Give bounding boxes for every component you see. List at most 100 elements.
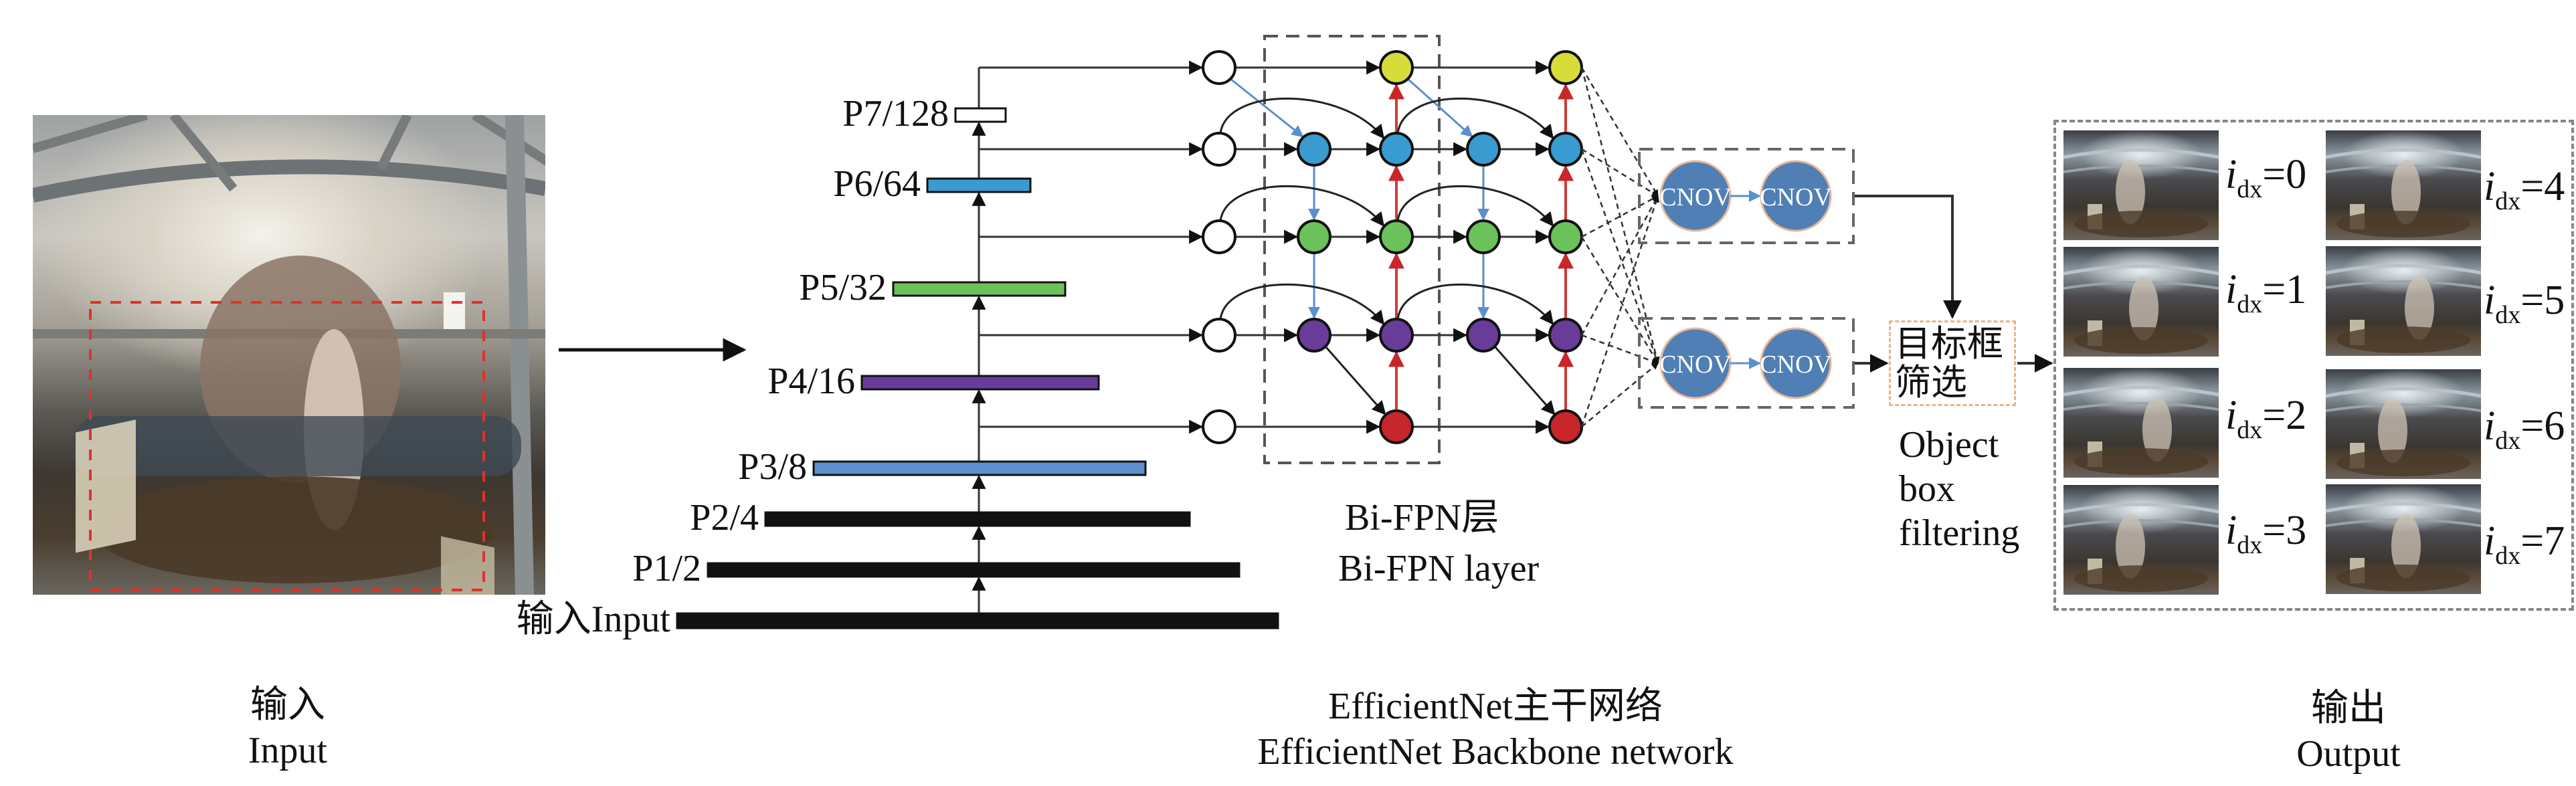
- skip-connection-arrow: [1219, 97, 1385, 139]
- index-value: =4: [2520, 164, 2565, 209]
- output-frame-overlay: [2063, 385, 2219, 475]
- bifpn-input-node: [1202, 318, 1236, 353]
- bifpn-node-p5: [1379, 219, 1414, 254]
- backbone-label-p3: P3/8: [738, 446, 807, 488]
- skip-connection-arrow: [1396, 97, 1554, 139]
- skip-connection-arrow: [1396, 185, 1554, 227]
- output-frame-2: [2063, 368, 2219, 478]
- bifpn-input-node: [1202, 409, 1236, 444]
- cnov-label: CNOV: [1659, 183, 1732, 211]
- backbone-label-p6: P6/64: [833, 163, 921, 205]
- output-index-label-4: idx=4: [2484, 166, 2565, 222]
- skip-connection-arrow: [1396, 283, 1554, 325]
- feature-to-head-dashed: [1581, 195, 1659, 238]
- index-value: =6: [2520, 403, 2565, 449]
- object-box-filter: 目标框 筛选: [1889, 320, 2016, 406]
- backbone-group: [559, 68, 1279, 629]
- backbone-caption-cn: EfficientNet主干网络: [1328, 686, 1663, 727]
- output-index-label-3: idx=3: [2225, 510, 2306, 566]
- backbone-label-p1: P1/2: [632, 548, 701, 589]
- down-diagonal-arrow: [1493, 345, 1556, 415]
- output-caption-en: Output: [2296, 733, 2401, 775]
- output-frame-overlay: [2063, 148, 2219, 237]
- bifpn-node-p4: [1548, 318, 1583, 353]
- backbone-label-p5: P5/32: [799, 267, 887, 308]
- down-diagonal-arrow: [1324, 345, 1386, 415]
- output-index-label-7: idx=7: [2484, 520, 2565, 577]
- filter-label-en-3: filtering: [1899, 512, 2020, 554]
- feature-to-head-dashed: [1580, 195, 1659, 427]
- input-image: [33, 115, 545, 595]
- bifpn-node-p4: [1466, 318, 1501, 353]
- head1-to-filter-arrow: [1855, 195, 1962, 319]
- bifpn-node-p6: [1466, 132, 1501, 167]
- bifpn-node-p3: [1379, 409, 1414, 444]
- output-index-label-0: idx=0: [2225, 154, 2306, 210]
- cnov-node: [1760, 160, 1832, 232]
- backbone-bar-p7: [954, 107, 1007, 123]
- filter-label-en-2: box: [1899, 468, 1955, 510]
- feature-to-head-dashed: [1580, 67, 1660, 364]
- backbone-bar-p6: [926, 177, 1032, 193]
- bifpn-node-p3: [1548, 409, 1583, 444]
- output-caption-cn: 输出: [2311, 688, 2386, 729]
- feature-to-head-dashed: [1581, 148, 1659, 197]
- index-var: i: [2484, 278, 2496, 323]
- index-value: =7: [2520, 518, 2565, 564]
- skip-connection-arrow: [1219, 185, 1385, 227]
- bifpn-input-node: [1202, 132, 1236, 167]
- backbone-bar-input: [676, 612, 1279, 629]
- cnov-node: [1760, 327, 1832, 399]
- input-caption-cn: 输入: [250, 684, 325, 726]
- cnov-label: CNOV: [1760, 183, 1832, 211]
- bifpn-node-p5: [1548, 219, 1583, 254]
- output-caption: 输出 Output: [2275, 686, 2422, 777]
- index-sub: dx: [2495, 542, 2521, 570]
- output-index-label-6: idx=6: [2484, 405, 2565, 462]
- output-frame-overlay: [2326, 148, 2481, 237]
- index-sub: dx: [2237, 290, 2263, 318]
- feature-to-head-dashed: [1580, 236, 1659, 364]
- index-sub: dx: [2237, 416, 2263, 444]
- backbone-label-p2: P2/4: [690, 497, 759, 538]
- output-frame-1: [2063, 247, 2219, 357]
- backbone-bar-p4: [860, 375, 1100, 391]
- index-value: =2: [2262, 393, 2307, 438]
- index-var: i: [2225, 267, 2237, 312]
- backbone-label-p7: P7/128: [842, 93, 949, 134]
- filter-label-en: Object box filtering: [1899, 423, 2019, 555]
- head-dashed-box-1: [1638, 148, 1855, 244]
- index-var: i: [2225, 393, 2237, 438]
- bifpn-dashed-box: [1263, 35, 1441, 464]
- index-value: =1: [2262, 267, 2307, 312]
- feature-to-head-dashed: [1581, 334, 1659, 365]
- bifpn-node-p4: [1379, 318, 1414, 353]
- output-frame-4: [2326, 130, 2481, 240]
- bifpn-caption-cn: Bi-FPN层: [1345, 497, 1499, 538]
- bifpn-input-node: [1202, 50, 1236, 85]
- backbone-bar-p3: [812, 460, 1147, 476]
- index-sub: dx: [2237, 531, 2263, 559]
- index-var: i: [2484, 518, 2496, 564]
- filter-label-cn-1: 目标框: [1895, 324, 2003, 364]
- output-frame-7: [2326, 484, 2481, 594]
- head-dashed-box-2: [1638, 317, 1855, 409]
- index-var: i: [2225, 508, 2237, 553]
- output-frame-overlay: [2326, 264, 2481, 353]
- bifpn-node-p6: [1379, 132, 1414, 167]
- input-caption: 输入 Input: [214, 682, 361, 773]
- backbone-bar-p2: [764, 511, 1191, 527]
- filter-label-cn-2: 筛选: [1895, 363, 1967, 403]
- bifpn-node-p5: [1466, 219, 1501, 254]
- input-caption-en: Input: [248, 730, 328, 771]
- output-frame-overlay: [2326, 502, 2481, 591]
- input-image-overlay: [33, 115, 545, 595]
- index-var: i: [2484, 403, 2496, 449]
- skip-connection-arrow: [1219, 283, 1385, 325]
- bifpn-node-p5: [1297, 219, 1331, 254]
- bifpn-node-p6: [1548, 132, 1583, 167]
- index-value: =5: [2520, 278, 2565, 323]
